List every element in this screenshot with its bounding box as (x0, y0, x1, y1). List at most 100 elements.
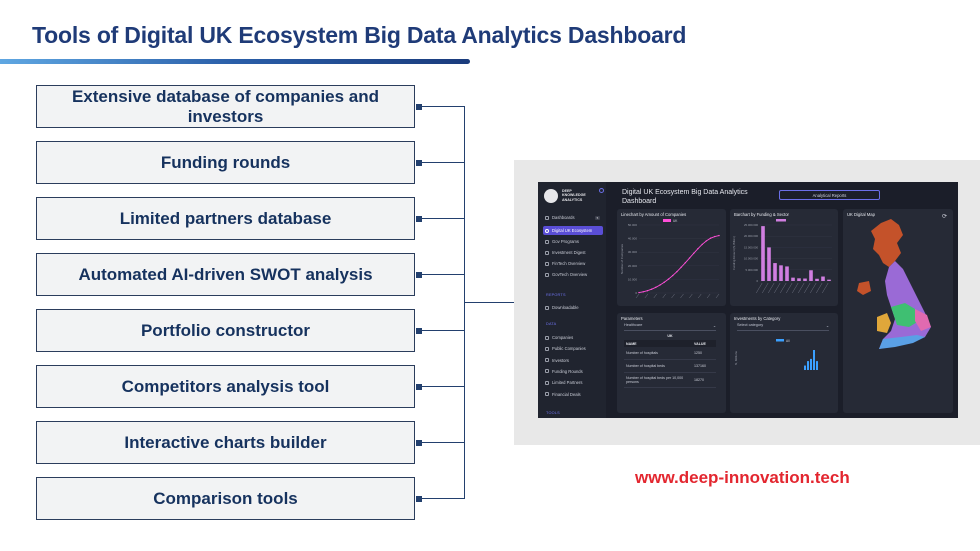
y-tick-label: 20.000 (628, 264, 638, 268)
sidebar-item-dashboard[interactable]: Digital UK Ecosystem (543, 226, 603, 235)
connector-dot (416, 160, 422, 166)
connector-dot (416, 328, 422, 334)
bar (761, 226, 765, 281)
legend-label: All (786, 339, 790, 343)
sidebar-item-label: Investment Digest (552, 250, 586, 255)
y-tick-label: 25.000.000 (744, 223, 758, 227)
sidebar-item-data[interactable]: Financial Deals (543, 390, 603, 399)
bar (797, 278, 801, 281)
menu-icon (545, 380, 549, 385)
table-cell-name: Number of hospital beds per 10,000 perso… (626, 376, 684, 384)
x-tick-mark (698, 293, 702, 299)
barchart-svg: 25.000.00020.000.00015.000.00010.000.000… (732, 219, 832, 294)
x-tick-mark (756, 282, 763, 294)
x-tick-mark (662, 293, 666, 299)
sidebar-item-label: Financial Deals (552, 391, 581, 397)
bar (815, 278, 819, 281)
sidebar-item-data[interactable]: Companies (543, 333, 603, 342)
connector-line (420, 498, 464, 499)
collapse-icon[interactable] (599, 188, 604, 193)
sidebar-item-data[interactable]: Public Companies (543, 344, 603, 353)
uk-map-scotland (871, 219, 903, 267)
x-tick-mark (792, 282, 799, 294)
sidebar-item-dashboard[interactable]: FinTech Overview (543, 259, 603, 268)
sidebar-item-data[interactable]: Funding Rounds (543, 367, 603, 376)
x-tick-mark (762, 282, 769, 294)
table-cell-name: Number of hospital beds (626, 364, 665, 368)
tool-box: Interactive charts builder (36, 421, 415, 464)
uk-map-midlands (891, 303, 919, 327)
sidebar-item-data[interactable]: Investors (543, 356, 603, 365)
sidebar-item-label: Funding Rounds (552, 368, 583, 374)
sidebar-item-dashboard[interactable]: Investment Digest (543, 248, 603, 257)
table-cell-value: 137160 (694, 364, 706, 368)
data-point (697, 247, 699, 250)
sidebar-item-label: Downloadable (552, 305, 579, 310)
connector-line (420, 442, 464, 443)
sidebar-item-dashboard[interactable]: GovTech Overview (543, 270, 603, 279)
bar (809, 270, 813, 281)
tool-box: Portfolio constructor (36, 309, 415, 352)
refresh-icon[interactable]: ⟳ (941, 214, 947, 220)
x-tick-mark (680, 293, 684, 299)
investments-title: Investments by Category (734, 316, 781, 321)
menu-icon (545, 392, 549, 396)
x-tick-mark (671, 293, 675, 299)
parameter-select[interactable]: Healthcare ⌄ (624, 323, 716, 331)
connector-to-screenshot (464, 302, 514, 303)
y-tick-label: 0 (756, 279, 758, 283)
uk-map-svg[interactable] (843, 209, 953, 413)
connector-dot (416, 216, 422, 222)
sidebar-item-label: GovTech Overview (552, 272, 588, 277)
data-point (638, 291, 640, 294)
x-tick-mark (786, 282, 793, 294)
sidebar-item-dashboard[interactable]: Gov Programs (543, 237, 603, 246)
analytical-reports-button[interactable]: Analytical Reports (779, 190, 880, 200)
title-underline (0, 59, 470, 64)
table-cell-value: 18270 (694, 378, 704, 382)
x-tick-mark (780, 282, 787, 294)
legend-label: UK (673, 219, 678, 223)
y-tick-label: 15.000.000 (744, 245, 758, 249)
data-point (714, 235, 716, 238)
data-point (676, 270, 678, 273)
brain-logo-icon (544, 189, 558, 203)
y-tick-label: 50.000 (628, 223, 638, 227)
uk-map-east (915, 309, 931, 331)
chevron-down-icon: ⌄ (712, 324, 716, 328)
menu-icon (545, 215, 549, 220)
series-line-uk (638, 235, 720, 294)
website-url[interactable]: www.deep-innovation.tech (635, 468, 850, 487)
menu-icon (545, 305, 549, 310)
x-tick-mark (768, 282, 775, 294)
y-tick-label: 0 (635, 291, 637, 295)
data-point (671, 274, 674, 277)
x-tick-mark (810, 282, 817, 294)
x-tick-mark (706, 293, 711, 299)
data-point (655, 286, 657, 288)
sidebar-item-report[interactable]: Downloadable (543, 303, 603, 312)
data-point (659, 284, 661, 286)
legend-swatch (776, 339, 784, 342)
data-point (705, 240, 708, 242)
x-tick-mark (653, 293, 657, 299)
linechart-svg: 50.00040.00030.00020.00010.0000UKNumber … (620, 219, 720, 299)
connector-dot (416, 440, 422, 446)
data-point (642, 291, 644, 293)
menu-icon (545, 358, 549, 363)
x-tick-mark (715, 293, 720, 299)
sidebar-item-data[interactable]: Limited Partners (543, 378, 603, 387)
bar (773, 263, 777, 281)
data-point (663, 281, 665, 283)
category-select[interactable]: Select category ⌄ (737, 323, 829, 331)
x-tick-mark (644, 293, 649, 299)
y-axis-label: N, Millions (734, 351, 738, 365)
sidebar-item-label: Limited Partners (552, 380, 583, 386)
menu-icon (545, 250, 549, 255)
